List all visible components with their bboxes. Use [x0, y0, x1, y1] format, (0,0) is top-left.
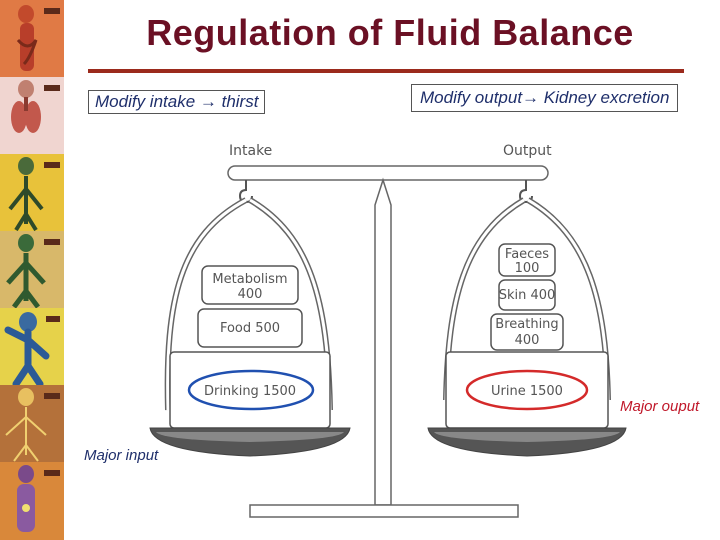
drinking-label: Drinking 1500	[204, 384, 296, 399]
faeces-label: Faeces	[505, 247, 549, 262]
scale-beam	[227, 165, 549, 181]
breathing-value: 400	[515, 333, 540, 348]
left-hook	[238, 180, 253, 204]
breathing-label: Breathing	[495, 317, 558, 332]
scale-post	[374, 177, 392, 506]
muscular-system-book-icon	[0, 308, 64, 385]
major-input-note: Major input	[84, 447, 159, 464]
nervous-system-book-icon	[0, 385, 64, 462]
circulatory-system-book-icon	[0, 154, 64, 231]
page-title: Regulation of Fluid Balance	[146, 12, 634, 53]
skeletal-system-book-icon	[0, 231, 64, 308]
drinking-highlight-circle	[187, 369, 315, 411]
skin-block	[498, 279, 556, 311]
food-block	[197, 308, 303, 348]
output-label: Output	[503, 143, 552, 159]
endocrine-system-book-icon	[0, 462, 64, 540]
urine-label: Urine 1500	[491, 384, 563, 399]
output-callout: Modify output→ Kidney excretion	[411, 84, 679, 112]
scale-base	[249, 504, 519, 518]
metabolism-label: Metabolism	[212, 272, 287, 287]
anatomy-sidebar	[0, 0, 64, 540]
food-label: Food 500	[220, 321, 280, 336]
digestive-system-book-icon	[0, 0, 64, 77]
urine-highlight-circle	[465, 369, 589, 411]
intake-callout: Modify intake → thirst	[88, 90, 266, 114]
faeces-value: 100	[515, 261, 540, 276]
title-divider	[88, 69, 684, 73]
intake-label: Intake	[229, 143, 272, 159]
skin-label: Skin 400	[499, 288, 556, 303]
breathing-block	[490, 313, 564, 351]
major-output-note: Major ouput	[620, 398, 700, 415]
respiratory-system-book-icon	[0, 77, 64, 154]
metabolism-value: 400	[238, 287, 263, 302]
metabolism-block	[201, 265, 299, 305]
faeces-block	[498, 243, 556, 277]
